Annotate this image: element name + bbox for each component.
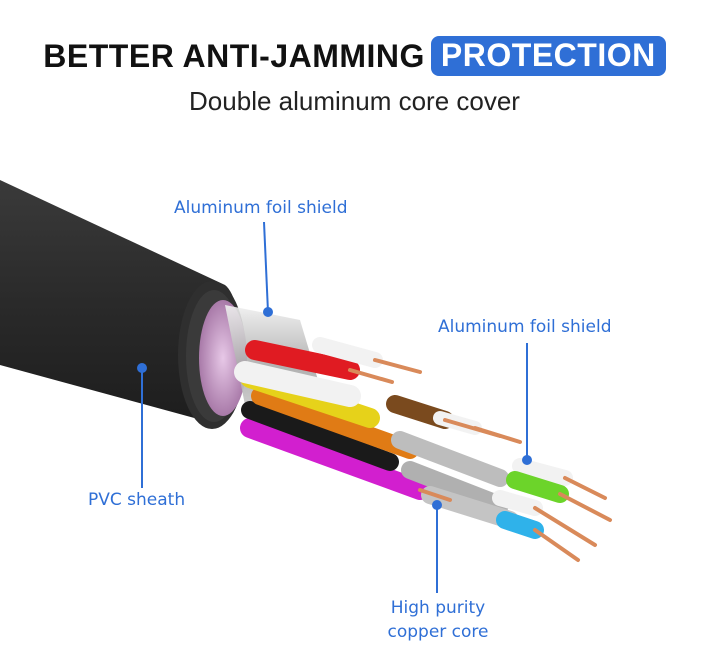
shielded-pair-1 [391, 431, 509, 487]
callout-lines [137, 221, 532, 593]
copper-conductors [348, 358, 612, 562]
callout-pvc-sheath: PVC sheath [88, 490, 186, 510]
wire-green [506, 471, 569, 503]
wire-black [241, 401, 399, 471]
wire-white-4 [512, 458, 573, 486]
callout-inner-foil-shield: Aluminum foil shield [438, 317, 612, 337]
callout-copper-core: High purity copper core [376, 596, 500, 644]
headline-highlight-badge: PROTECTION [430, 36, 666, 76]
subtitle: Double aluminum core cover [189, 86, 520, 116]
wire-white-5 [492, 490, 543, 516]
shielded-pair-2 [401, 461, 509, 514]
wire-blue [496, 511, 544, 539]
wire-white-2 [312, 337, 383, 368]
wire-magenta [240, 418, 430, 500]
wire-bundle [234, 337, 612, 562]
wire-orange [251, 387, 419, 459]
headline-text: BETTER ANTI-JAMMING [43, 37, 425, 74]
callout-copper-line1: High purity [390, 598, 486, 618]
wire-red [245, 340, 360, 380]
header: BETTER ANTI-JAMMING PROTECTION [0, 36, 709, 76]
callout-outer-foil-shield: Aluminum foil shield [174, 198, 348, 218]
headline: BETTER ANTI-JAMMING PROTECTION [43, 36, 666, 76]
callout-copper-line2: copper core [387, 622, 489, 642]
wire-white [234, 361, 361, 407]
